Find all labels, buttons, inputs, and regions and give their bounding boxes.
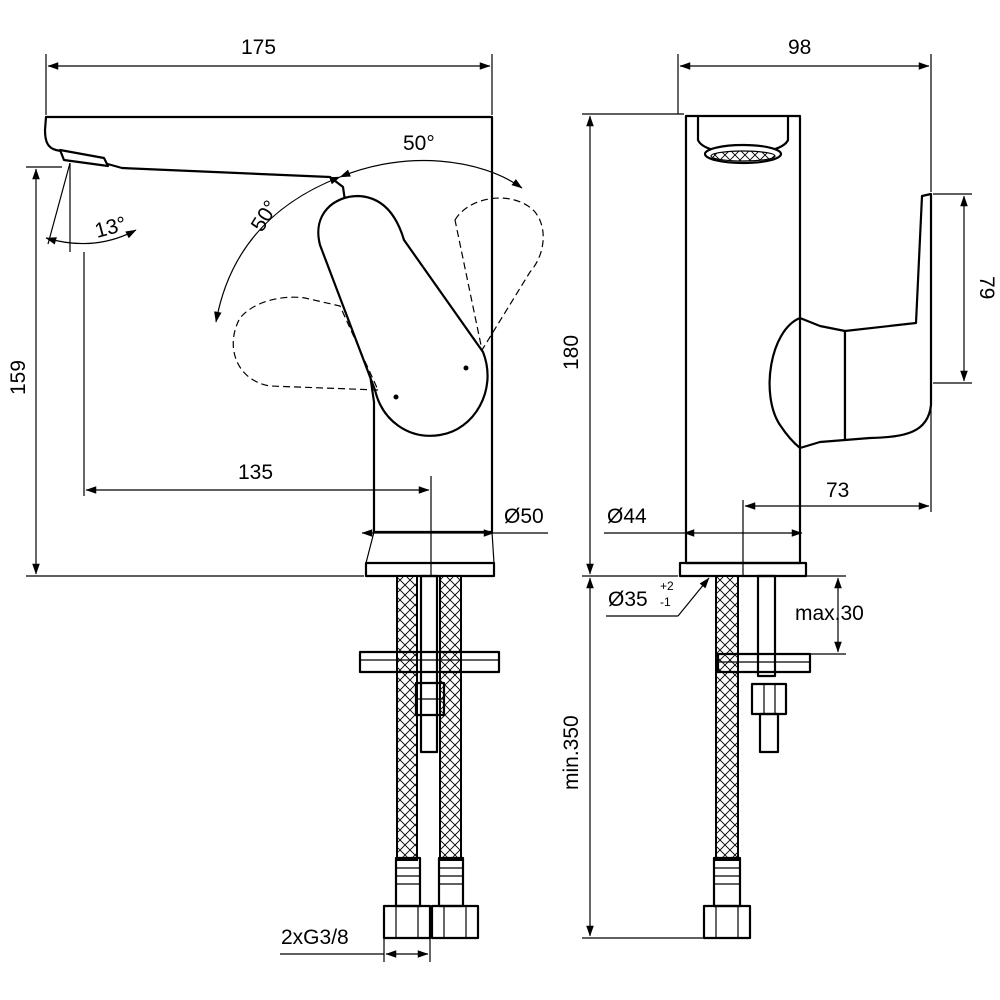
side-fixing-nut [750, 682, 788, 716]
dim-min-hose-length-label: min.350 [560, 715, 583, 790]
front-base-collar [364, 561, 496, 578]
front-connector-nut-right [430, 904, 480, 940]
dim-body-diameter-side-label: Ø44 [607, 505, 647, 528]
front-lever [317, 194, 489, 437]
side-hose [715, 575, 739, 861]
dim-overall-width-label: 175 [241, 36, 276, 59]
side-threaded-rod [756, 574, 777, 678]
side-ferrule [712, 856, 742, 908]
front-lever-alt-right [454, 197, 544, 352]
front-spout-angle-label: 13° [92, 212, 129, 242]
front-threaded-rod [419, 574, 439, 754]
side-mounting-plate [716, 652, 812, 674]
dim-lever-height-label: 79 [975, 276, 998, 299]
front-aerator [58, 148, 110, 168]
dim-spout-height-label: 159 [7, 360, 30, 395]
dim-hole-tolerance-lower: -1 [660, 595, 671, 609]
dim-lever-offset-label: 73 [826, 479, 849, 502]
dim-body-diameter-label: Ø50 [504, 505, 544, 528]
dim-max-deck-label: max.30 [795, 602, 864, 625]
front-hose-right [439, 575, 462, 861]
dim-hole-tolerance-upper: +2 [660, 579, 674, 593]
front-angle-top-label: 50° [403, 132, 435, 155]
dim-hole-diameter-label: Ø35 [608, 588, 648, 611]
side-rod-end [758, 712, 780, 754]
side-lever-outline [843, 192, 933, 442]
front-spout-body-outline [43, 115, 494, 534]
side-lever-hub [768, 316, 802, 450]
front-connector-nut-left [382, 904, 432, 940]
front-angle-arc-left [214, 176, 341, 323]
dim-side-depth-label: 98 [788, 36, 811, 59]
front-ferrule-left [394, 856, 422, 908]
front-hose-left [396, 575, 418, 861]
front-view: 50° 50° 13° 175 159 135 Ø50 [7, 36, 548, 962]
front-angle-side-label: 50° [247, 197, 283, 236]
dim-spout-projection-label: 135 [238, 461, 273, 484]
front-mounting-plate [358, 650, 501, 674]
side-body-outline [684, 114, 847, 565]
dim-line-hole-diameter [677, 577, 710, 617]
front-spout-angle-arc [45, 229, 137, 245]
side-connector-nut [702, 904, 752, 940]
front-ferrule-right [437, 856, 465, 908]
dim-total-height-label: 180 [560, 335, 583, 370]
dim-connection-thread-label: 2xG3/8 [281, 926, 349, 949]
front-angle-arc-top [339, 159, 523, 189]
side-view: 98 180 79 73 Ø44 Ø35 +2 -1 [560, 36, 998, 940]
